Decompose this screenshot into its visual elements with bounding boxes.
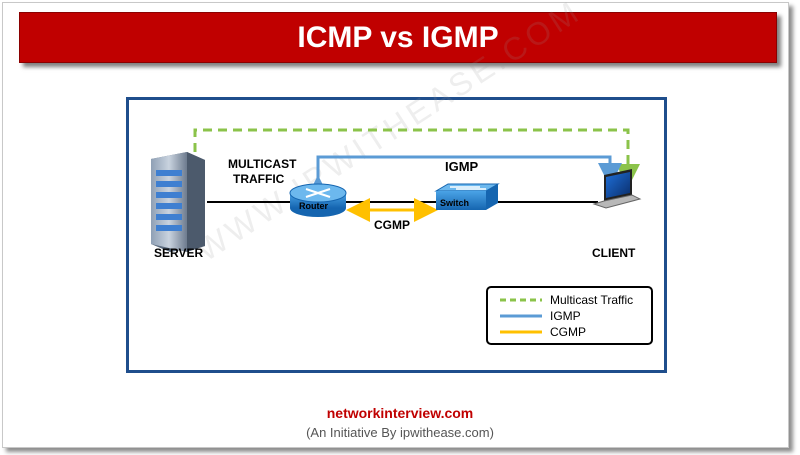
legend-label-multicast: Multicast Traffic xyxy=(550,293,634,307)
switch-label: Switch xyxy=(440,198,470,208)
server-icon xyxy=(151,152,205,252)
footer-site-link[interactable]: networkinterview.com xyxy=(326,405,474,421)
server-label: SERVER xyxy=(154,246,204,260)
multicast-label-line2: TRAFFIC xyxy=(233,172,285,186)
multicast-label-line1: MULTICAST xyxy=(228,157,297,171)
legend: Multicast Traffic IGMP CGMP xyxy=(486,286,653,345)
legend-label-igmp: IGMP xyxy=(550,309,581,323)
igmp-label: IGMP xyxy=(445,159,479,174)
footer-tagline: (An Initiative By ipwithease.com) xyxy=(306,425,494,440)
legend-label-cgmp: CGMP xyxy=(550,325,586,339)
switch-icon xyxy=(434,183,500,210)
title-banner: ICMP vs IGMP xyxy=(19,12,777,63)
cgmp-label: CGMP xyxy=(374,218,410,232)
client-label: CLIENT xyxy=(592,246,636,260)
legend-swatches xyxy=(500,298,542,334)
igmp-path xyxy=(306,155,622,199)
router-icon xyxy=(289,183,347,217)
router-label: Router xyxy=(299,201,328,211)
page-title: ICMP vs IGMP xyxy=(297,21,499,54)
laptop-icon xyxy=(592,169,642,209)
